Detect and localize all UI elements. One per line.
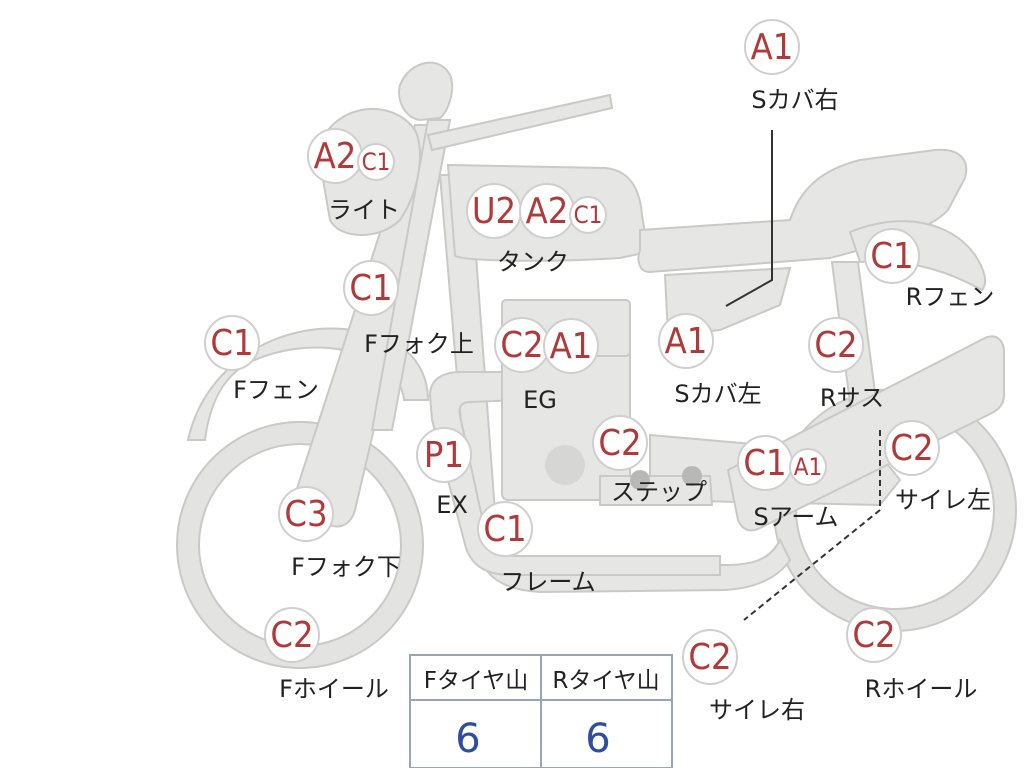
grade-text: A1 [794,453,823,481]
part-label: Sカバ左 [674,380,761,408]
grade-badge: C2 [884,420,940,476]
part-step: C2 ステップ [592,415,707,506]
grade-badge: A2 [307,128,363,184]
mirror-shape [398,61,454,122]
grade-text: C1 [362,148,391,176]
grade-badge: A1 [744,19,800,75]
grade-badge: C2 [592,415,648,471]
rear-tire-header: Rタイヤ山 [552,668,659,694]
grade-badge: C1 [357,143,395,181]
grade-text: A2 [314,136,357,177]
part-label: Rサス [820,384,884,412]
grade-text: P1 [424,435,464,476]
grade-text: U2 [472,191,516,232]
grade-badge: C2 [264,607,320,663]
grade-badge: C1 [864,228,920,284]
part-label: フレーム [500,568,595,596]
grade-text: C2 [814,325,857,366]
grade-text: C1 [483,509,526,550]
grade-text: C1 [743,443,786,484]
part-label: Sアーム [753,503,838,531]
grade-text: C2 [890,428,933,469]
part-label: ステップ [611,478,707,506]
part-label: Sカバ右 [751,86,838,114]
grade-badge: C2 [846,607,902,663]
part-label: タンク [497,248,569,276]
front-tire-header: Fタイヤ山 [424,668,529,694]
leader-line-s-cover-right [725,130,773,307]
grade-badge: A2 [519,183,575,239]
grade-badge: C1 [737,435,793,491]
step-shape [599,475,714,506]
grade-badge: P1 [416,427,472,483]
grade-text: C1 [210,323,253,364]
part-label: Fフェン [233,376,319,404]
grade-badge: C1 [477,501,533,557]
part-label: EG [523,386,557,414]
grade-text: C3 [284,494,327,535]
grade-text: C2 [270,615,313,656]
front-tire-value: 6 [455,716,480,762]
grade-text: C2 [688,637,731,678]
part-muffler-left: C2 サイレ左 [884,420,991,514]
part-label: ライト [328,196,400,224]
part-label: サイレ右 [709,696,805,724]
part-label: Fフォク上 [364,330,474,358]
part-label: Fフォク下 [291,553,401,581]
grade-text: C1 [870,236,913,277]
grade-badge: C1 [569,196,607,234]
grade-text: A1 [751,27,794,68]
grade-text: C2 [852,615,895,656]
grade-text: C1 [349,268,392,309]
leader-lines [725,130,881,621]
grade-badge: C2 [682,629,738,685]
grade-text: A2 [526,191,569,232]
grade-text: A1 [550,326,593,367]
leader-line-muffler-left [743,430,881,621]
grade-text: A1 [665,321,708,362]
part-label: サイレ左 [895,486,991,514]
part-label: EX [436,491,468,519]
grade-badge: C3 [278,486,334,542]
part-label: Rホイール [865,675,978,703]
grade-text: C1 [574,201,603,229]
grade-badge: C2 [494,317,550,373]
part-muffler-right: C2 サイレ右 [682,629,805,724]
grade-text: C2 [598,423,641,464]
grade-badge: C2 [808,317,864,373]
tire-tread-table: Fタイヤ山 Rタイヤ山 6 6 [409,654,673,768]
grade-badge: C1 [343,260,399,316]
part-frame: C1 フレーム [477,501,596,596]
grade-badge: C1 [204,315,260,371]
grade-badge: A1 [543,318,599,374]
grade-badge: A1 [658,313,714,369]
rear-tire-value: 6 [585,716,610,762]
grade-badge: U2 [466,183,522,239]
grade-badge: A1 [789,448,827,486]
part-label: Rフェン [906,283,995,311]
part-label: Fホイール [279,675,389,703]
grade-text: C2 [500,325,543,366]
